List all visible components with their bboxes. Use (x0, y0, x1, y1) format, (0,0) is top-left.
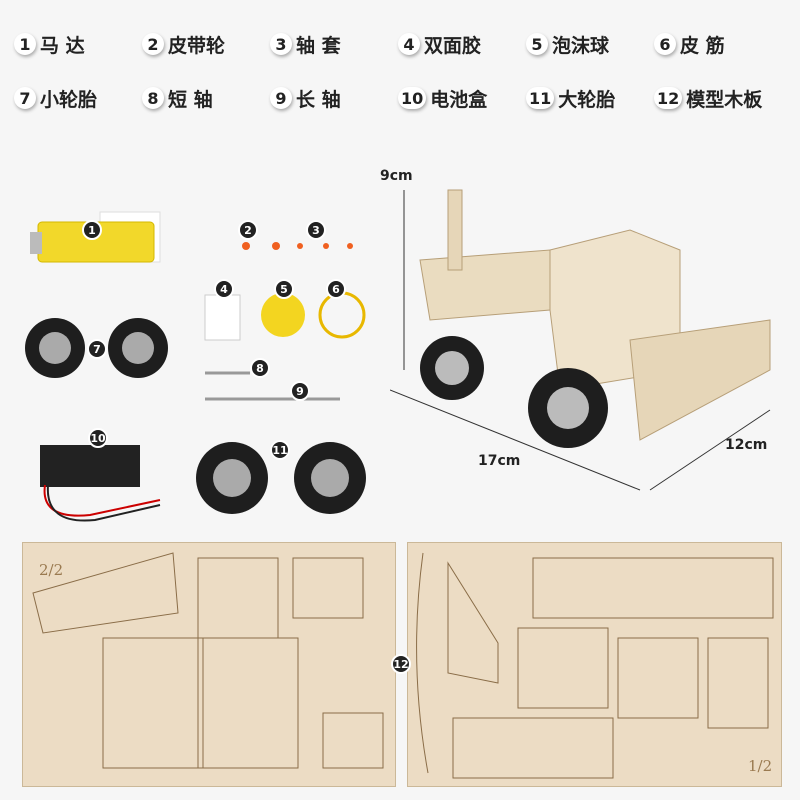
number-badge: 4 (398, 33, 420, 55)
board-cut-lines (416, 552, 774, 779)
board-page-label: 2/2 (39, 561, 64, 579)
badge: 10 (88, 428, 108, 448)
foam-ball (261, 293, 305, 337)
badge: 12 (391, 654, 411, 674)
badge: 6 (326, 279, 346, 299)
badge: 7 (87, 339, 107, 359)
badge: 11 (270, 440, 290, 460)
axles (205, 371, 340, 401)
legend-label: 电池盒 (430, 88, 488, 111)
large-tires (196, 442, 366, 514)
number-badge: 1 (14, 33, 36, 55)
number-badge: 9 (270, 87, 292, 109)
wood-board-left: 2/2 (22, 542, 396, 787)
legend-label: 模型木板 (686, 88, 763, 111)
legend-label: 泡沫球 (552, 34, 610, 57)
number-badge: 6 (654, 33, 676, 55)
length-dimension: 17cm (478, 453, 521, 469)
legend-label: 马 达 (40, 34, 85, 57)
badge: 3 (306, 220, 326, 240)
legend-label: 皮带轮 (168, 34, 226, 57)
number-badge: 8 (142, 87, 164, 109)
badge: 4 (214, 279, 234, 299)
number-badge: 2 (142, 33, 164, 55)
badge: 9 (290, 381, 310, 401)
motor (30, 211, 161, 263)
legend-label: 轴 套 (296, 34, 341, 57)
width-dimension: 12cm (725, 437, 768, 453)
legend-label: 短 轴 (168, 88, 213, 111)
assembled-car (390, 189, 771, 491)
number-badge: 7 (14, 87, 36, 109)
badge: 2 (238, 220, 258, 240)
legend-label: 皮 筋 (680, 34, 725, 57)
legend-label: 长 轴 (296, 88, 341, 111)
rubber-band (318, 291, 366, 339)
board-page-label: 1/2 (748, 757, 773, 775)
number-badge: 11 (526, 87, 555, 109)
wood-board-right: 1/2 (407, 542, 782, 787)
legend-label: 双面胶 (424, 34, 482, 57)
pulleys (242, 242, 353, 250)
legend-label: 大轮胎 (558, 88, 616, 111)
number-badge: 3 (270, 33, 292, 55)
number-badge: 12 (654, 87, 683, 109)
badge: 1 (82, 220, 102, 240)
parts-illustration (25, 211, 366, 522)
badge: 5 (274, 279, 294, 299)
double-sided-tape (204, 294, 241, 341)
badge: 8 (250, 358, 270, 378)
number-badge: 5 (526, 33, 548, 55)
legend-label: 小轮胎 (40, 88, 98, 111)
height-dimension: 9cm (380, 168, 413, 184)
battery-box (40, 445, 161, 522)
number-badge: 10 (398, 87, 427, 109)
small-tires (25, 318, 168, 378)
board-cut-lines (32, 552, 384, 769)
